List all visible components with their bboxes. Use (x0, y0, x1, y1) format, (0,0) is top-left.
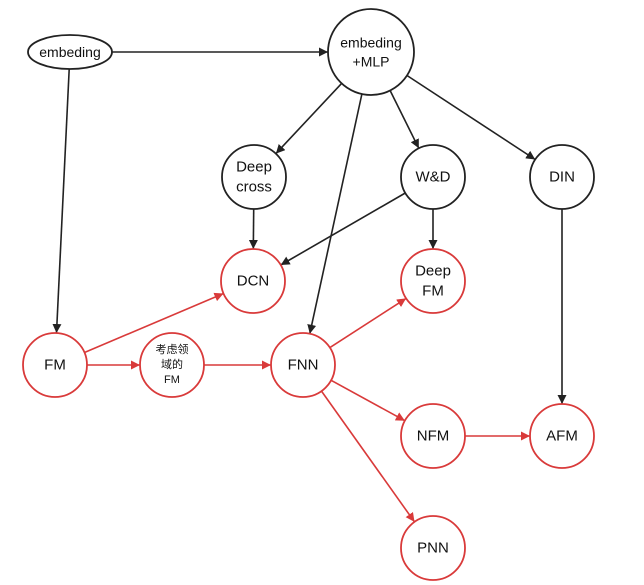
node-deep-fm-shape (400, 248, 466, 314)
edge-embeding-to-fm (52, 68, 70, 334)
node-fm: FM (22, 332, 88, 398)
node-deep-fm-label: Deep (415, 262, 451, 279)
node-field-fm-label: FM (164, 374, 180, 386)
edge-embeding-mlp-to-fnn (307, 93, 363, 334)
node-embeding-label: embeding (39, 44, 101, 60)
node-deep-fm-label: FM (422, 283, 444, 300)
node-fm-label: FM (44, 357, 66, 374)
node-embeding-mlp: embeding +MLP (327, 8, 415, 96)
node-din-shape (529, 144, 595, 210)
node-din: DIN (529, 144, 595, 210)
node-embeding-shape (27, 34, 113, 70)
node-nfm-label: NFM (417, 428, 450, 445)
node-embeding-mlp-label: +MLP (353, 54, 390, 70)
edge-wd-to-dcn (280, 192, 406, 266)
node-afm-label: AFM (546, 428, 578, 445)
node-afm-shape (529, 403, 595, 469)
node-embeding: embeding (27, 34, 113, 70)
edge-fnn-to-nfm (330, 379, 406, 422)
node-dcn: DCN (220, 248, 286, 314)
edge-embeding-mlp-to-din (406, 74, 536, 161)
node-wd-label: W&D (416, 169, 451, 186)
node-deep-cross-label: cross (236, 179, 272, 196)
node-nfm-shape (400, 403, 466, 469)
node-dcn-shape (220, 248, 286, 314)
node-wd: W&D (400, 144, 466, 210)
node-fnn-shape (270, 332, 336, 398)
node-deep-cross: Deep cross (221, 144, 287, 210)
node-fnn: FNN (270, 332, 336, 398)
edge-embeding-mlp-to-deep-cross (275, 82, 343, 155)
node-deep-cross-shape (221, 144, 287, 210)
node-wd-shape (400, 144, 466, 210)
node-pnn-label: PNN (417, 540, 449, 557)
node-din-label: DIN (549, 169, 575, 186)
edge-layer (52, 47, 567, 523)
node-embeding-mlp-shape (327, 8, 415, 96)
node-afm: AFM (529, 403, 595, 469)
node-fm-shape (22, 332, 88, 398)
node-dcn-label: DCN (237, 273, 270, 290)
node-field-fm-shape (139, 332, 205, 398)
node-nfm: NFM (400, 403, 466, 469)
node-field-fm-label: 考虑领 (156, 343, 189, 356)
node-embeding-mlp-label: embeding (340, 35, 402, 51)
edge-fnn-to-pnn (320, 390, 416, 523)
node-fnn-label: FNN (288, 357, 319, 374)
node-pnn-shape (400, 515, 466, 581)
edge-fnn-to-deep-fm (329, 297, 407, 349)
edge-fm-to-dcn (84, 292, 224, 354)
node-deep-cross-label: Deep (236, 158, 272, 175)
node-field-fm-label: 域的 (161, 357, 183, 371)
edge-embeding-mlp-to-wd (389, 90, 420, 149)
node-layer: embeding embeding +MLP Deep cross W&D DIN DCN De… (22, 8, 595, 581)
node-pnn: PNN (400, 515, 466, 581)
